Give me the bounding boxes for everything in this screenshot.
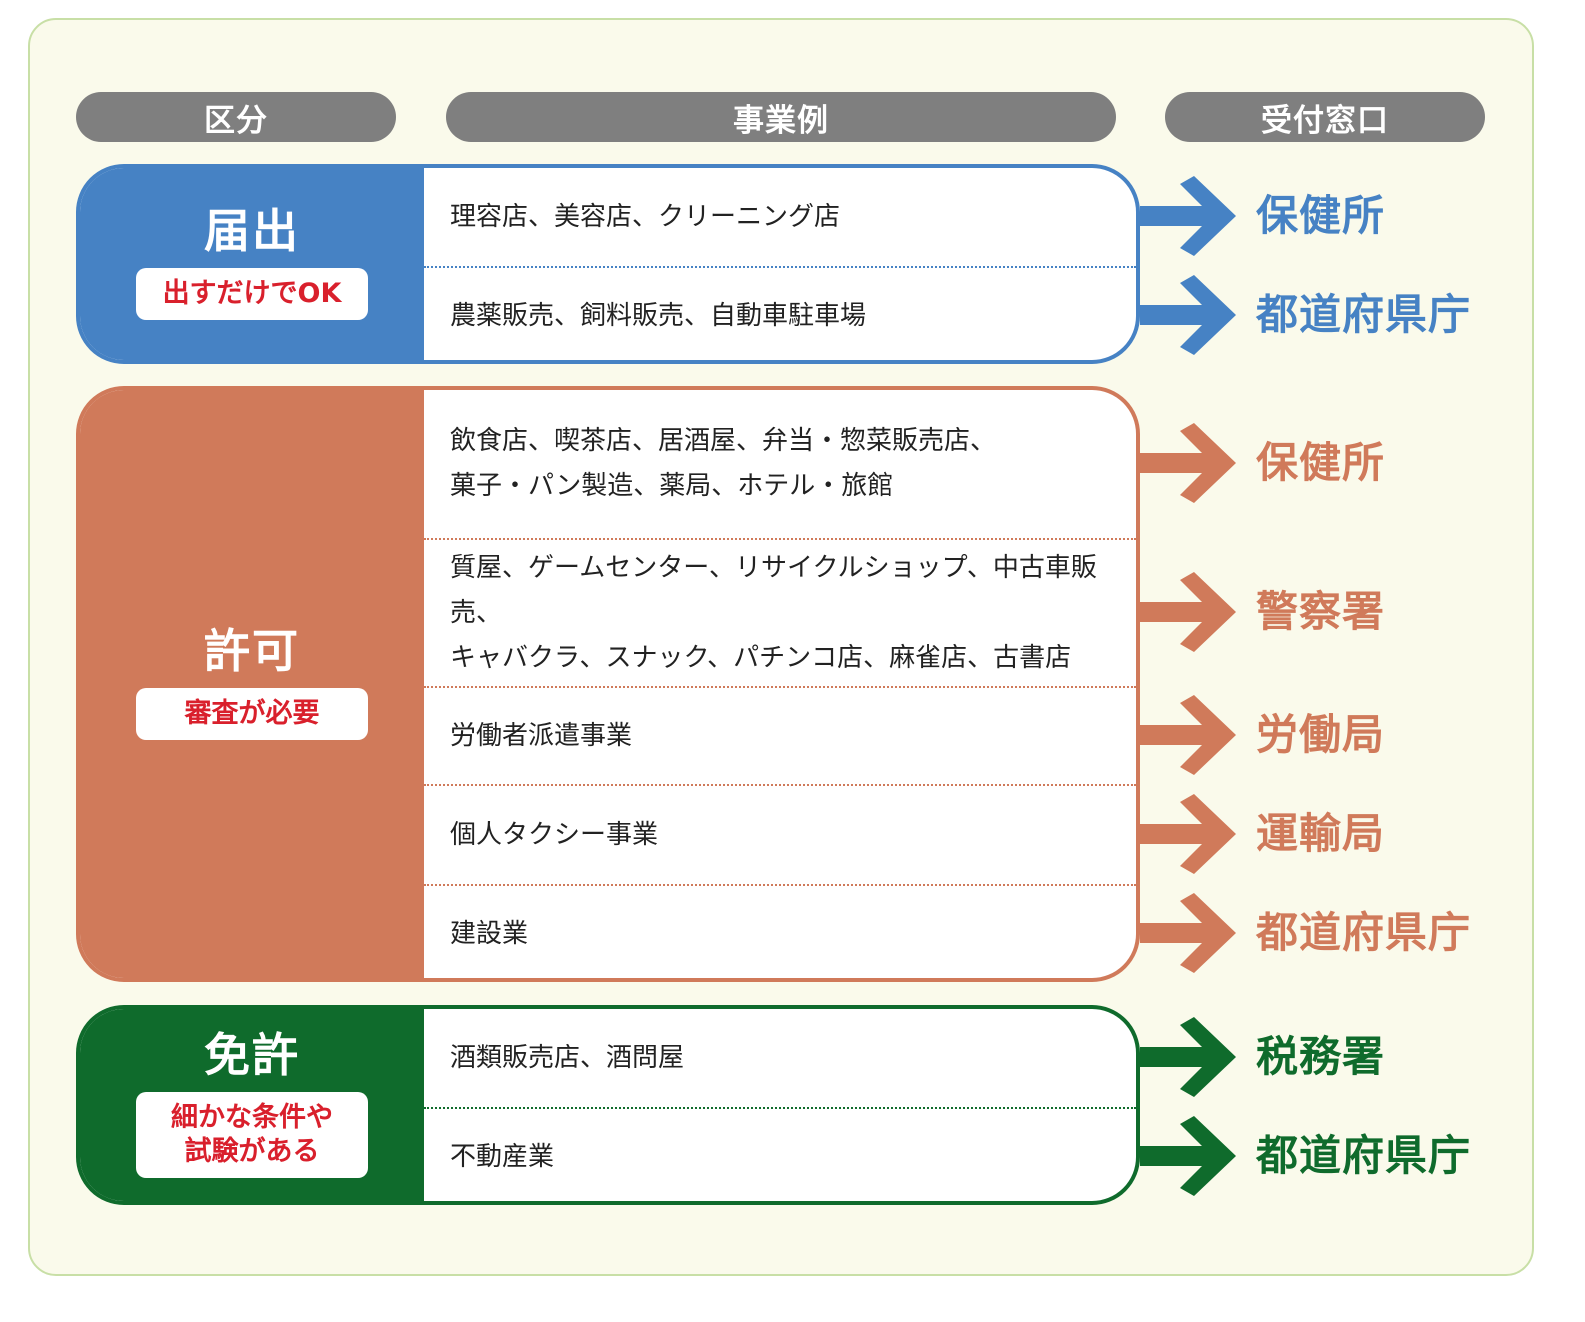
example-text: 個人タクシー事業 xyxy=(450,819,659,850)
example-text: 労働者派遣事業 xyxy=(450,720,633,751)
example-row: 不動産業 xyxy=(424,1109,1136,1201)
category-badge: 細かな条件や 試験がある xyxy=(136,1092,368,1178)
header-category: 区分 xyxy=(76,92,396,142)
office-label: 都道府県庁 xyxy=(1256,290,1472,339)
category-name: 許可 xyxy=(204,624,300,678)
arrow-right-icon xyxy=(1140,794,1236,874)
category-menkyo: 免許 細かな条件や 試験がある xyxy=(80,1009,424,1201)
office-label: 労働局 xyxy=(1256,710,1386,759)
example-text: 質屋、ゲームセンター、リサイクルショップ、中古車販売、 キャバクラ、スナック、パ… xyxy=(450,552,1097,673)
arrow-right-icon xyxy=(1140,423,1236,503)
examples-kyoka: 飲食店、喫茶店、居酒屋、弁当・惣菜販売店、 菓子・パン製造、薬局、ホテル・旅館 … xyxy=(424,390,1136,978)
category-kyoka: 許可 審査が必要 xyxy=(80,390,424,978)
row-divider xyxy=(424,884,1136,886)
examples-menkyo: 酒類販売店、酒問屋 不動産業 xyxy=(424,1009,1136,1201)
arrow-right-icon xyxy=(1140,1017,1236,1097)
example-row: 個人タクシー事業 xyxy=(424,786,1136,884)
example-text: 建設業 xyxy=(450,918,529,949)
office-label: 都道府県庁 xyxy=(1256,1131,1472,1180)
row-divider xyxy=(424,1107,1136,1109)
row-divider xyxy=(424,266,1136,268)
example-text: 農薬販売、飼料販売、自動車駐車場 xyxy=(450,300,867,331)
example-row: 理容店、美容店、クリーニング店 xyxy=(424,168,1136,266)
category-badge: 出すだけでOK xyxy=(136,268,368,320)
header-office: 受付窓口 xyxy=(1165,92,1485,142)
header-examples: 事業例 xyxy=(446,92,1116,142)
example-text: 理容店、美容店、クリーニング店 xyxy=(450,201,841,232)
arrow-right-icon xyxy=(1140,893,1236,973)
example-row: 労働者派遣事業 xyxy=(424,688,1136,784)
example-row: 農薬販売、飼料販売、自動車駐車場 xyxy=(424,268,1136,360)
example-row: 質屋、ゲームセンター、リサイクルショップ、中古車販売、 キャバクラ、スナック、パ… xyxy=(424,540,1136,686)
group-menkyo: 免許 細かな条件や 試験がある 酒類販売店、酒問屋 不動産業 xyxy=(76,1005,1140,1205)
office-label: 保健所 xyxy=(1256,438,1386,487)
category-name: 免許 xyxy=(204,1028,300,1082)
office-label: 運輸局 xyxy=(1256,809,1386,858)
arrow-right-icon xyxy=(1140,275,1236,355)
office-label: 都道府県庁 xyxy=(1256,908,1472,957)
example-text: 酒類販売店、酒問屋 xyxy=(450,1042,685,1073)
arrow-right-icon xyxy=(1140,176,1236,256)
example-row: 飲食店、喫茶店、居酒屋、弁当・惣菜販売店、 菓子・パン製造、薬局、ホテル・旅館 xyxy=(424,390,1136,538)
category-badge: 審査が必要 xyxy=(136,688,368,740)
arrow-right-icon xyxy=(1140,695,1236,775)
office-label: 保健所 xyxy=(1256,191,1386,240)
arrow-right-icon xyxy=(1140,1116,1236,1196)
examples-todokede: 理容店、美容店、クリーニング店 農薬販売、飼料販売、自動車駐車場 xyxy=(424,168,1136,360)
row-divider xyxy=(424,686,1136,688)
group-todokede: 届出 出すだけでOK 理容店、美容店、クリーニング店 農薬販売、飼料販売、自動車… xyxy=(76,164,1140,364)
row-divider xyxy=(424,784,1136,786)
row-divider xyxy=(424,538,1136,540)
category-name: 届出 xyxy=(204,204,300,258)
office-label: 税務署 xyxy=(1256,1032,1386,1081)
example-row: 酒類販売店、酒問屋 xyxy=(424,1009,1136,1107)
group-kyoka: 許可 審査が必要 飲食店、喫茶店、居酒屋、弁当・惣菜販売店、 菓子・パン製造、薬… xyxy=(76,386,1140,982)
office-label: 警察署 xyxy=(1256,587,1386,636)
category-todokede: 届出 出すだけでOK xyxy=(80,168,424,360)
example-text: 飲食店、喫茶店、居酒屋、弁当・惣菜販売店、 菓子・パン製造、薬局、ホテル・旅館 xyxy=(450,426,997,501)
arrow-right-icon xyxy=(1140,572,1236,652)
example-text: 不動産業 xyxy=(450,1141,555,1172)
example-row: 建設業 xyxy=(424,886,1136,978)
